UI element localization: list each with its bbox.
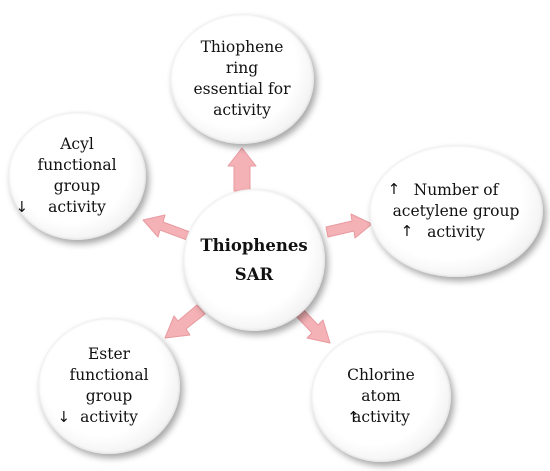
arrow-to-top bbox=[227, 147, 257, 192]
node-bottom-right-line-1: Chlorine bbox=[347, 366, 415, 384]
node-left-line-4: activity bbox=[48, 198, 106, 216]
center-node: Thiophenes SAR bbox=[183, 189, 325, 331]
node-acetylene-number: Number of acetylene group activity ↑ ↑ bbox=[369, 145, 543, 277]
center-subtitle: SAR bbox=[234, 265, 274, 284]
node-right-line-2: acetylene group bbox=[392, 201, 520, 220]
node-right-line-3: activity bbox=[427, 222, 485, 241]
node-bottom-left-line-2: functional bbox=[69, 366, 149, 384]
node-ester-group: Ester functional group activity ↓ bbox=[38, 318, 180, 454]
arrow-to-right bbox=[325, 213, 373, 239]
node-top-line-1: Thiophene bbox=[200, 38, 284, 56]
arrow-to-left bbox=[142, 214, 191, 241]
node-bottom-right-line-2: atom bbox=[361, 387, 401, 405]
node-top-line-4: activity bbox=[213, 101, 271, 119]
center-title: Thiophenes bbox=[200, 236, 308, 255]
up-arrow-icon: ↑ bbox=[387, 179, 401, 198]
down-arrow-icon: ↓ bbox=[15, 198, 29, 216]
node-bottom-left-line-4: activity bbox=[80, 408, 138, 426]
node-top-line-2: ring bbox=[225, 59, 259, 77]
node-chlorine-atom: Chlorine atom activity ↑ bbox=[311, 331, 451, 462]
node-thiophene-ring: Thiophene ring essential for activity bbox=[170, 14, 314, 144]
node-bottom-right-line-3: activity bbox=[352, 408, 410, 426]
node-acyl-group: Acyl functional group activity ↓ bbox=[8, 112, 146, 240]
arrow-to-bottom-left bbox=[164, 304, 206, 339]
node-left-line-3: group bbox=[53, 177, 101, 195]
arrow-to-bottom-right bbox=[295, 307, 331, 344]
node-bottom-left-line-1: Ester bbox=[87, 345, 131, 363]
node-bottom-left-line-3: group bbox=[85, 387, 133, 405]
up-arrow-icon-2: ↑ bbox=[400, 221, 414, 240]
node-top-line-3: essential for bbox=[193, 80, 291, 98]
node-right-line-1: Number of bbox=[413, 180, 499, 199]
up-arrow-icon-3: ↑ bbox=[347, 408, 360, 426]
node-left-line-1: Acyl bbox=[60, 135, 94, 153]
down-arrow-icon-2: ↓ bbox=[57, 408, 71, 426]
node-left-line-2: functional bbox=[37, 156, 117, 174]
